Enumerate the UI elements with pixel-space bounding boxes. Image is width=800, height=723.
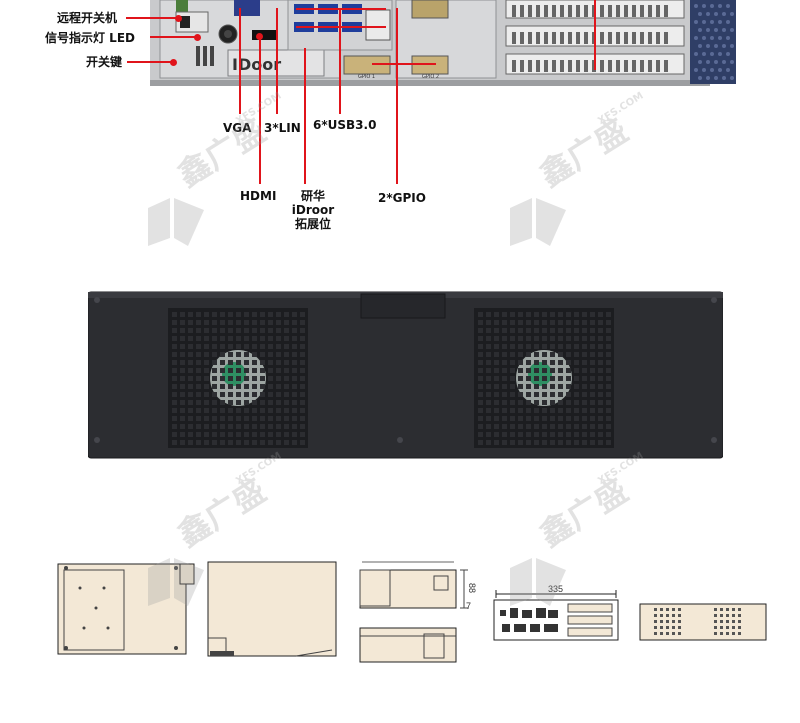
fan-grille-right (474, 308, 614, 448)
callout-line-idroor (304, 48, 306, 184)
chassis-photo (88, 291, 723, 459)
dim-height: 88 (467, 582, 478, 594)
dim-width: 335 (548, 584, 564, 594)
drawing-front-fans (639, 603, 767, 641)
gpio2-label: GPIO 2 (422, 74, 439, 80)
fan-grille-left (168, 308, 308, 448)
callout-line-led (150, 36, 196, 38)
label-hdmi: HDMI (240, 189, 277, 203)
gpio1-label: GPIO 1 (358, 74, 375, 80)
drawing-side-view (207, 561, 337, 657)
callout-line-gpio-h (372, 63, 436, 65)
watermark-brand-1: 鑫广盛 (170, 111, 273, 195)
callout-line-vga (239, 8, 241, 114)
callout-line-lin (276, 8, 278, 114)
watermark-brand-4: 鑫广盛 (532, 471, 635, 555)
drawing-front-view (359, 561, 468, 609)
label-idroor: 研华iDroor 拓展位 (291, 189, 335, 231)
label-vga: VGA (223, 121, 252, 135)
label-led: 信号指示灯 LED (45, 31, 135, 45)
watermark-2: 鑫广盛 XFS.COM (510, 90, 660, 260)
label-remote-power: 远程开关机 (57, 11, 118, 25)
watermark-brand-2: 鑫广盛 (532, 111, 635, 195)
callout-line-hdmi (259, 36, 261, 184)
callout-dot-remote (175, 15, 182, 22)
callout-line-usb (339, 8, 341, 114)
callout-line-usb-h2 (296, 26, 386, 28)
drawing-rear-view (359, 627, 457, 663)
callout-line-slots (594, 0, 596, 70)
callout-dot-led (194, 34, 201, 41)
callout-line-usb-h1 (296, 8, 386, 10)
callout-line-power (127, 61, 173, 63)
idoor-plate-label: IDoor (232, 55, 281, 74)
rear-panel-photo: IDoor GPIO 1 GPIO 2 (150, 0, 736, 86)
drawing-top-view (57, 563, 195, 655)
callout-line-remote (126, 17, 178, 19)
callout-line-gpio (396, 8, 398, 184)
watermark-domain-2: XFS.COM (596, 90, 646, 127)
label-gpio: 2*GPIO (378, 191, 426, 205)
callout-dot-hdmi (256, 33, 263, 40)
dim-small: 7 (466, 601, 472, 611)
label-usb: 6*USB3.0 (313, 118, 377, 132)
label-lin: 3*LIN (264, 121, 301, 135)
drawing-rear-io (493, 590, 619, 641)
callout-dot-power (170, 59, 177, 66)
watermark-brand-3: 鑫广盛 (170, 471, 273, 555)
label-power-key: 开关键 (86, 55, 123, 69)
